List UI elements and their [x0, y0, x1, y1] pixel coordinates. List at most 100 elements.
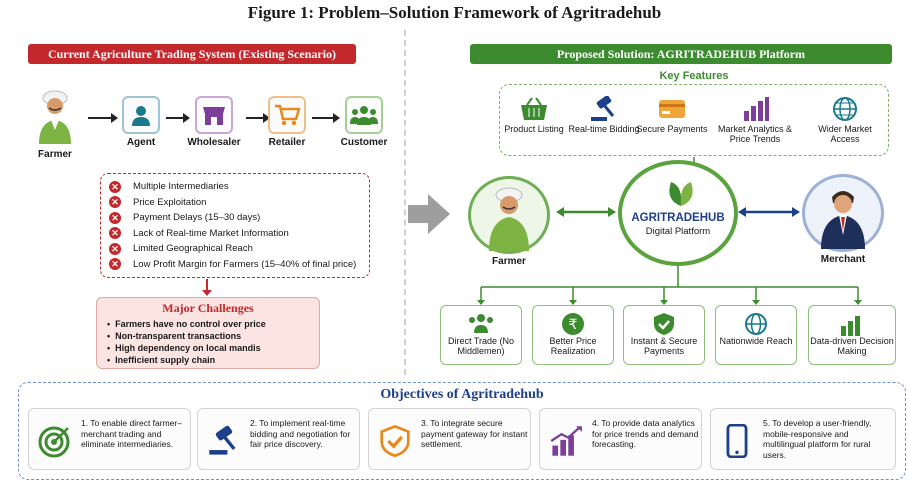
transition-arrow-icon [408, 194, 450, 234]
flow-arrow [246, 113, 270, 123]
merchant-circle [802, 174, 884, 252]
x-circle-icon: ✕ [109, 211, 121, 224]
farmer-icon [39, 90, 71, 144]
existing-scenario-panel [6, 30, 406, 375]
farmer-circle [468, 176, 550, 254]
flow-arrow [166, 113, 190, 123]
hub-subtitle: Digital Platform [645, 226, 711, 237]
flow-arrow [88, 113, 118, 123]
globe-icon [833, 97, 857, 121]
feature-label: Market Analytics & Price Trends [717, 124, 793, 144]
chain-label-retailer: Retailer [268, 137, 306, 148]
challenge-item: Farmers have no control over price [107, 318, 309, 330]
issue-text: Multiple Intermediaries [133, 181, 229, 193]
x-circle-icon: ✕ [109, 242, 121, 255]
benefit-label: Nationwide Reach [719, 336, 793, 346]
shield-check-icon [380, 425, 410, 457]
chain-node-retailer: Retailer [264, 96, 310, 148]
feature-secure-payments: Secure Payments [634, 96, 710, 134]
challenges-title: Major Challenges [162, 301, 254, 315]
objective-item: 4. To provide data analytics for price t… [539, 408, 702, 470]
challenge-item: Inefficient supply chain [107, 354, 309, 366]
flow-arrow [312, 113, 340, 123]
rupee-icon: ₹ [562, 313, 584, 335]
issue-text: Price Exploitation [133, 196, 207, 208]
benefit-better-price: ₹ Better Price Realization [532, 305, 614, 365]
person-icon [122, 96, 160, 134]
merchant-label: Merchant [820, 254, 866, 265]
gavel-icon [209, 425, 236, 455]
objective-text: 1. To enable direct farmer–merchant trad… [81, 418, 182, 449]
issues-list: ✕ Multiple Intermediaries ✕ Price Exploita… [100, 173, 370, 278]
benefit-label: Instant & Secure Payments [630, 336, 698, 356]
objective-text: 5. To develop a user-friendly, mobile-re… [763, 418, 872, 460]
leaf-logo-icon [669, 182, 693, 206]
feature-label: Secure Payments [636, 124, 708, 134]
challenge-item: High dependency on local mandis [107, 342, 309, 354]
chain-label-customer: Customer [340, 137, 388, 148]
objective-item: 2. To implement real-time bidding and ne… [197, 408, 360, 470]
proposed-solution-header: Proposed Solution: AGRITRADEHUB Platform [470, 44, 892, 64]
issue-text: Low Profit Margin for Farmers (15–40% of… [133, 258, 357, 270]
chain-node-wholesaler: Wholesaler [184, 96, 244, 148]
farmer-label: Farmer [492, 256, 526, 267]
chain-label-farmer: Farmer [38, 149, 72, 160]
issue-item: ✕ Limited Geographical Reach [109, 241, 361, 257]
major-challenges-box: Major Challenges Farmers have no control… [96, 297, 320, 369]
x-circle-icon: ✕ [109, 227, 121, 240]
chain-label-agent: Agent [126, 137, 156, 148]
objectives-panel [18, 382, 906, 480]
objective-text: 3. To integrate secure payment gateway f… [421, 418, 528, 449]
group-icon [345, 96, 383, 134]
phone-icon [726, 424, 748, 458]
chain-label-wholesaler: Wholesaler [187, 137, 241, 148]
benefit-label: Data-driven Decision Making [810, 336, 894, 356]
feature-market-analytics: Market Analytics & Price Trends [710, 96, 800, 144]
issue-text: Payment Delays (15–30 days) [133, 212, 261, 224]
merchant-icon [821, 191, 865, 249]
chain-node-customer: Customer [334, 96, 394, 148]
hub-name: AGRITRADEHUB [631, 212, 725, 224]
basket-icon [521, 97, 547, 120]
agritradehub-hub: AGRITRADEHUB Digital Platform [618, 160, 738, 266]
benefit-direct-trade: Direct Trade (No Middlemen) [440, 305, 522, 365]
issue-item: ✕ Multiple Intermediaries [109, 179, 361, 195]
benefit-data-driven: Data-driven Decision Making [808, 305, 896, 365]
objective-text: 2. To implement real-time bidding and ne… [250, 418, 351, 449]
objective-item: 1. To enable direct farmer–merchant trad… [28, 408, 191, 470]
issue-item: ✕ Lack of Real-time Market Information [109, 226, 361, 242]
x-circle-icon: ✕ [109, 180, 121, 193]
group-icon [469, 314, 493, 333]
growth-chart-icon [550, 426, 582, 456]
benefit-label: Better Price Realization [549, 336, 597, 356]
feature-real-time-bidding: Real-time Bidding [566, 95, 642, 134]
issue-item: ✕ Price Exploitation [109, 195, 361, 211]
card-icon [659, 100, 685, 118]
challenge-item: Non-transparent transactions [107, 330, 309, 342]
svg-text:₹: ₹ [569, 317, 578, 333]
objectives-title: Objectives of Agritradehub [380, 387, 544, 402]
issue-text: Lack of Real-time Market Information [133, 227, 289, 239]
store-icon [195, 96, 233, 134]
feature-label: Wider Market Access [818, 124, 872, 144]
chain-node-farmer: Farmer [30, 86, 80, 160]
farmer-icon [489, 187, 529, 251]
chain-node-agent: Agent [118, 96, 164, 148]
x-circle-icon: ✕ [109, 196, 121, 209]
benefit-nationwide-reach: Nationwide Reach [715, 305, 797, 365]
feature-product-listing: Product Listing [496, 96, 572, 134]
objective-item: 5. To develop a user-friendly, mobile-re… [710, 408, 896, 470]
benefit-instant-payments: Instant & Secure Payments [623, 305, 705, 365]
key-features-title: Key Features [659, 70, 729, 82]
shield-check-icon [654, 313, 674, 335]
issue-text: Limited Geographical Reach [133, 243, 253, 255]
issue-item: ✕Low Profit Margin for Farmers (15–40% o… [109, 257, 361, 273]
feature-label: Product Listing [504, 124, 564, 134]
globe-icon [745, 313, 767, 335]
figure-title: Figure 1: Problem–Solution Framework of … [247, 3, 662, 22]
bar-chart-icon [841, 316, 860, 336]
bar-chart-icon [744, 97, 769, 121]
objective-item: 3. To integrate secure payment gateway f… [368, 408, 531, 470]
cart-icon [268, 96, 306, 134]
